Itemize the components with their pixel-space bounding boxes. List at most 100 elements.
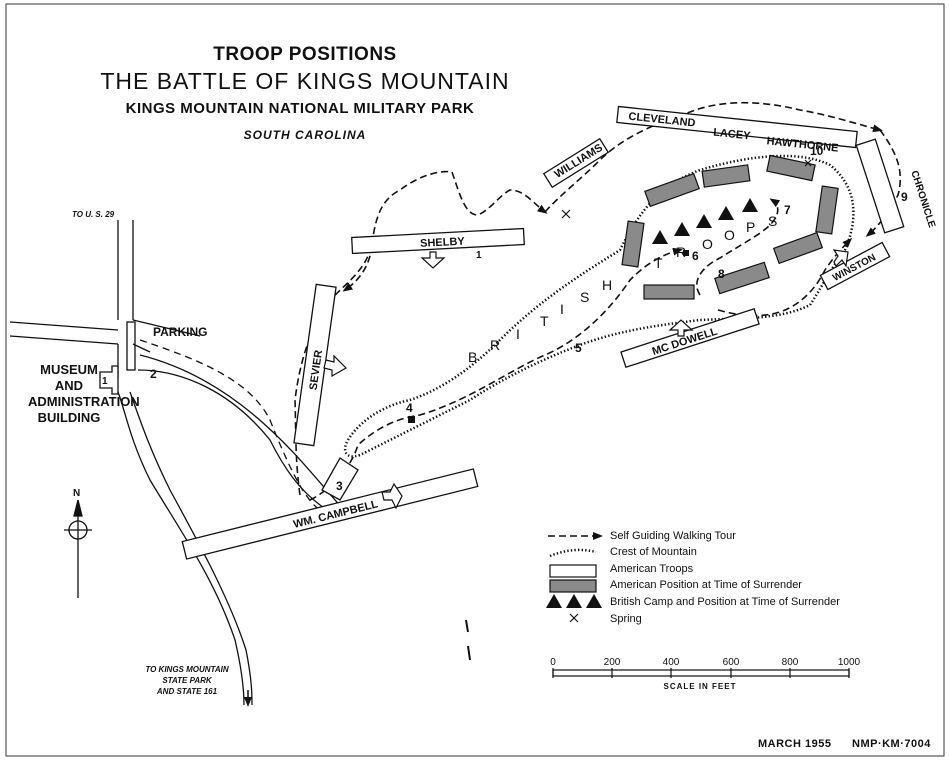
stop-4: 4 [406,401,413,415]
stop-6: 6 [692,249,699,263]
troops-letter: O [724,227,736,243]
american-troop-positions [181,105,905,560]
north-label: N [73,488,80,499]
stop-7: 7 [784,203,791,217]
british-troops-label: B R I T I S H T R O O P S [468,213,778,365]
surrender-block [621,220,645,268]
scale-label: SCALE IN FEET [663,682,736,691]
legend-american-surrender: American Position at Time of Surrender [610,579,802,591]
legend-british-symbol [546,594,602,608]
scale-bar [552,668,850,678]
map-title-line3: KINGS MOUNTAIN NATIONAL MILITARY PARK [125,100,475,117]
stop-1: 1 [102,376,108,387]
british-camp-triangle [652,230,668,244]
british-letter: I [516,326,521,342]
surrender-block [644,172,700,208]
legend-crest-symbol [549,548,597,558]
stop-1-shelby: 1 [476,250,482,261]
campbell-arrow [381,482,403,510]
troop-bar-cleveland-lacey-hawthorne [616,105,858,149]
troop-bar-chronicle [855,138,905,234]
stop-2: 2 [150,367,157,381]
footer-code: NMP·KM·7004 [852,738,931,750]
troops-letter: T [654,255,664,271]
british-letter: I [560,301,565,317]
legend-spring: Spring [610,613,642,625]
legend-surrender-symbol [549,579,597,593]
stop-3: 3 [336,479,343,493]
british-camp-triangle [718,206,734,220]
scale-tick: 800 [782,657,799,668]
label-museum: MUSEUM AND ADMINISTRATION BUILDING [28,362,140,425]
legend-british-camp: British Camp and Position at Time of Sur… [610,596,840,608]
label-to-kings-mountain: TO KINGS MOUNTAIN STATE PARK AND STATE 1… [145,665,229,696]
legend-american: American Troops [610,563,694,575]
scale-ticks: 0 200 400 600 800 1000 SCALE IN FEET [550,657,860,691]
surrender-block [643,284,695,300]
stop-10: 10 [810,144,824,158]
troop-bar-winston [819,241,891,291]
scale-tick: 200 [604,657,621,668]
troop-arrows [323,249,849,510]
mcdowell-arrow [668,319,694,337]
troops-letter: S [768,213,778,229]
spring-marker [561,209,571,219]
stop-8: 8 [718,267,725,281]
legend-crest: Crest of Mountain [610,546,697,558]
legend-symbols [546,532,603,623]
british-camp-positions [408,198,758,423]
roads [9,220,341,706]
tour-stops: 1 2 3 4 5 6 7 8 9 10 1 [102,144,908,493]
troop-bar-shelby [351,227,525,255]
spring-markers [561,159,812,219]
surrender-block [766,154,816,182]
label-parking: PARKING [153,325,208,339]
surrender-block [815,185,839,235]
british-camp-triangle [696,214,712,228]
surrender-block [714,261,770,295]
legend-spring-symbol [569,613,579,623]
shelby-arrow [420,251,446,269]
label-chronicle: CHRONICLE [908,169,937,229]
surrender-block [772,231,824,265]
map-title-line2: THE BATTLE OF KINGS MOUNTAIN [100,68,510,94]
north-arrow-icon [64,499,92,598]
mountain-crest [343,154,855,458]
label-williams: WILLIAMS [552,142,604,181]
label-to-us29: TO U. S. 29 [72,210,115,219]
parking-lot [126,321,136,371]
map-title-line4: SOUTH CAROLINA [243,128,367,142]
label-shelby: SHELBY [420,236,466,250]
british-letter: T [540,313,550,329]
footer-date: MARCH 1955 [758,738,832,750]
troops-letter: P [746,219,756,235]
map-title-line1: TROOP POSITIONS [213,44,397,65]
troop-bar-williams [542,137,610,189]
sevier-arrow [323,354,347,378]
legend-american-symbol [549,564,597,578]
british-letter: H [602,277,613,293]
stop-6-marker [683,250,689,256]
stop-5: 5 [575,341,582,355]
label-sevier: SEVIER [308,349,326,391]
stop-9: 9 [901,190,908,204]
troops-letter: R [676,244,687,260]
scale-tick: 600 [723,657,740,668]
british-letter: B [468,349,478,365]
scale-tick: 0 [550,657,556,668]
british-letter: S [580,289,590,305]
museum-building-icon [99,365,119,395]
scale-tick: 400 [663,657,680,668]
british-camp-triangle [742,198,758,212]
map-mark [465,619,471,661]
british-camp-triangle [674,222,690,236]
label-lacey: LACEY [713,127,752,143]
american-surrender-positions [621,154,839,300]
troops-letter: O [702,236,714,252]
road-west-north-edge [9,321,119,331]
spring-marker [804,159,812,167]
surrender-block [701,164,751,188]
british-letter: R [490,337,501,353]
